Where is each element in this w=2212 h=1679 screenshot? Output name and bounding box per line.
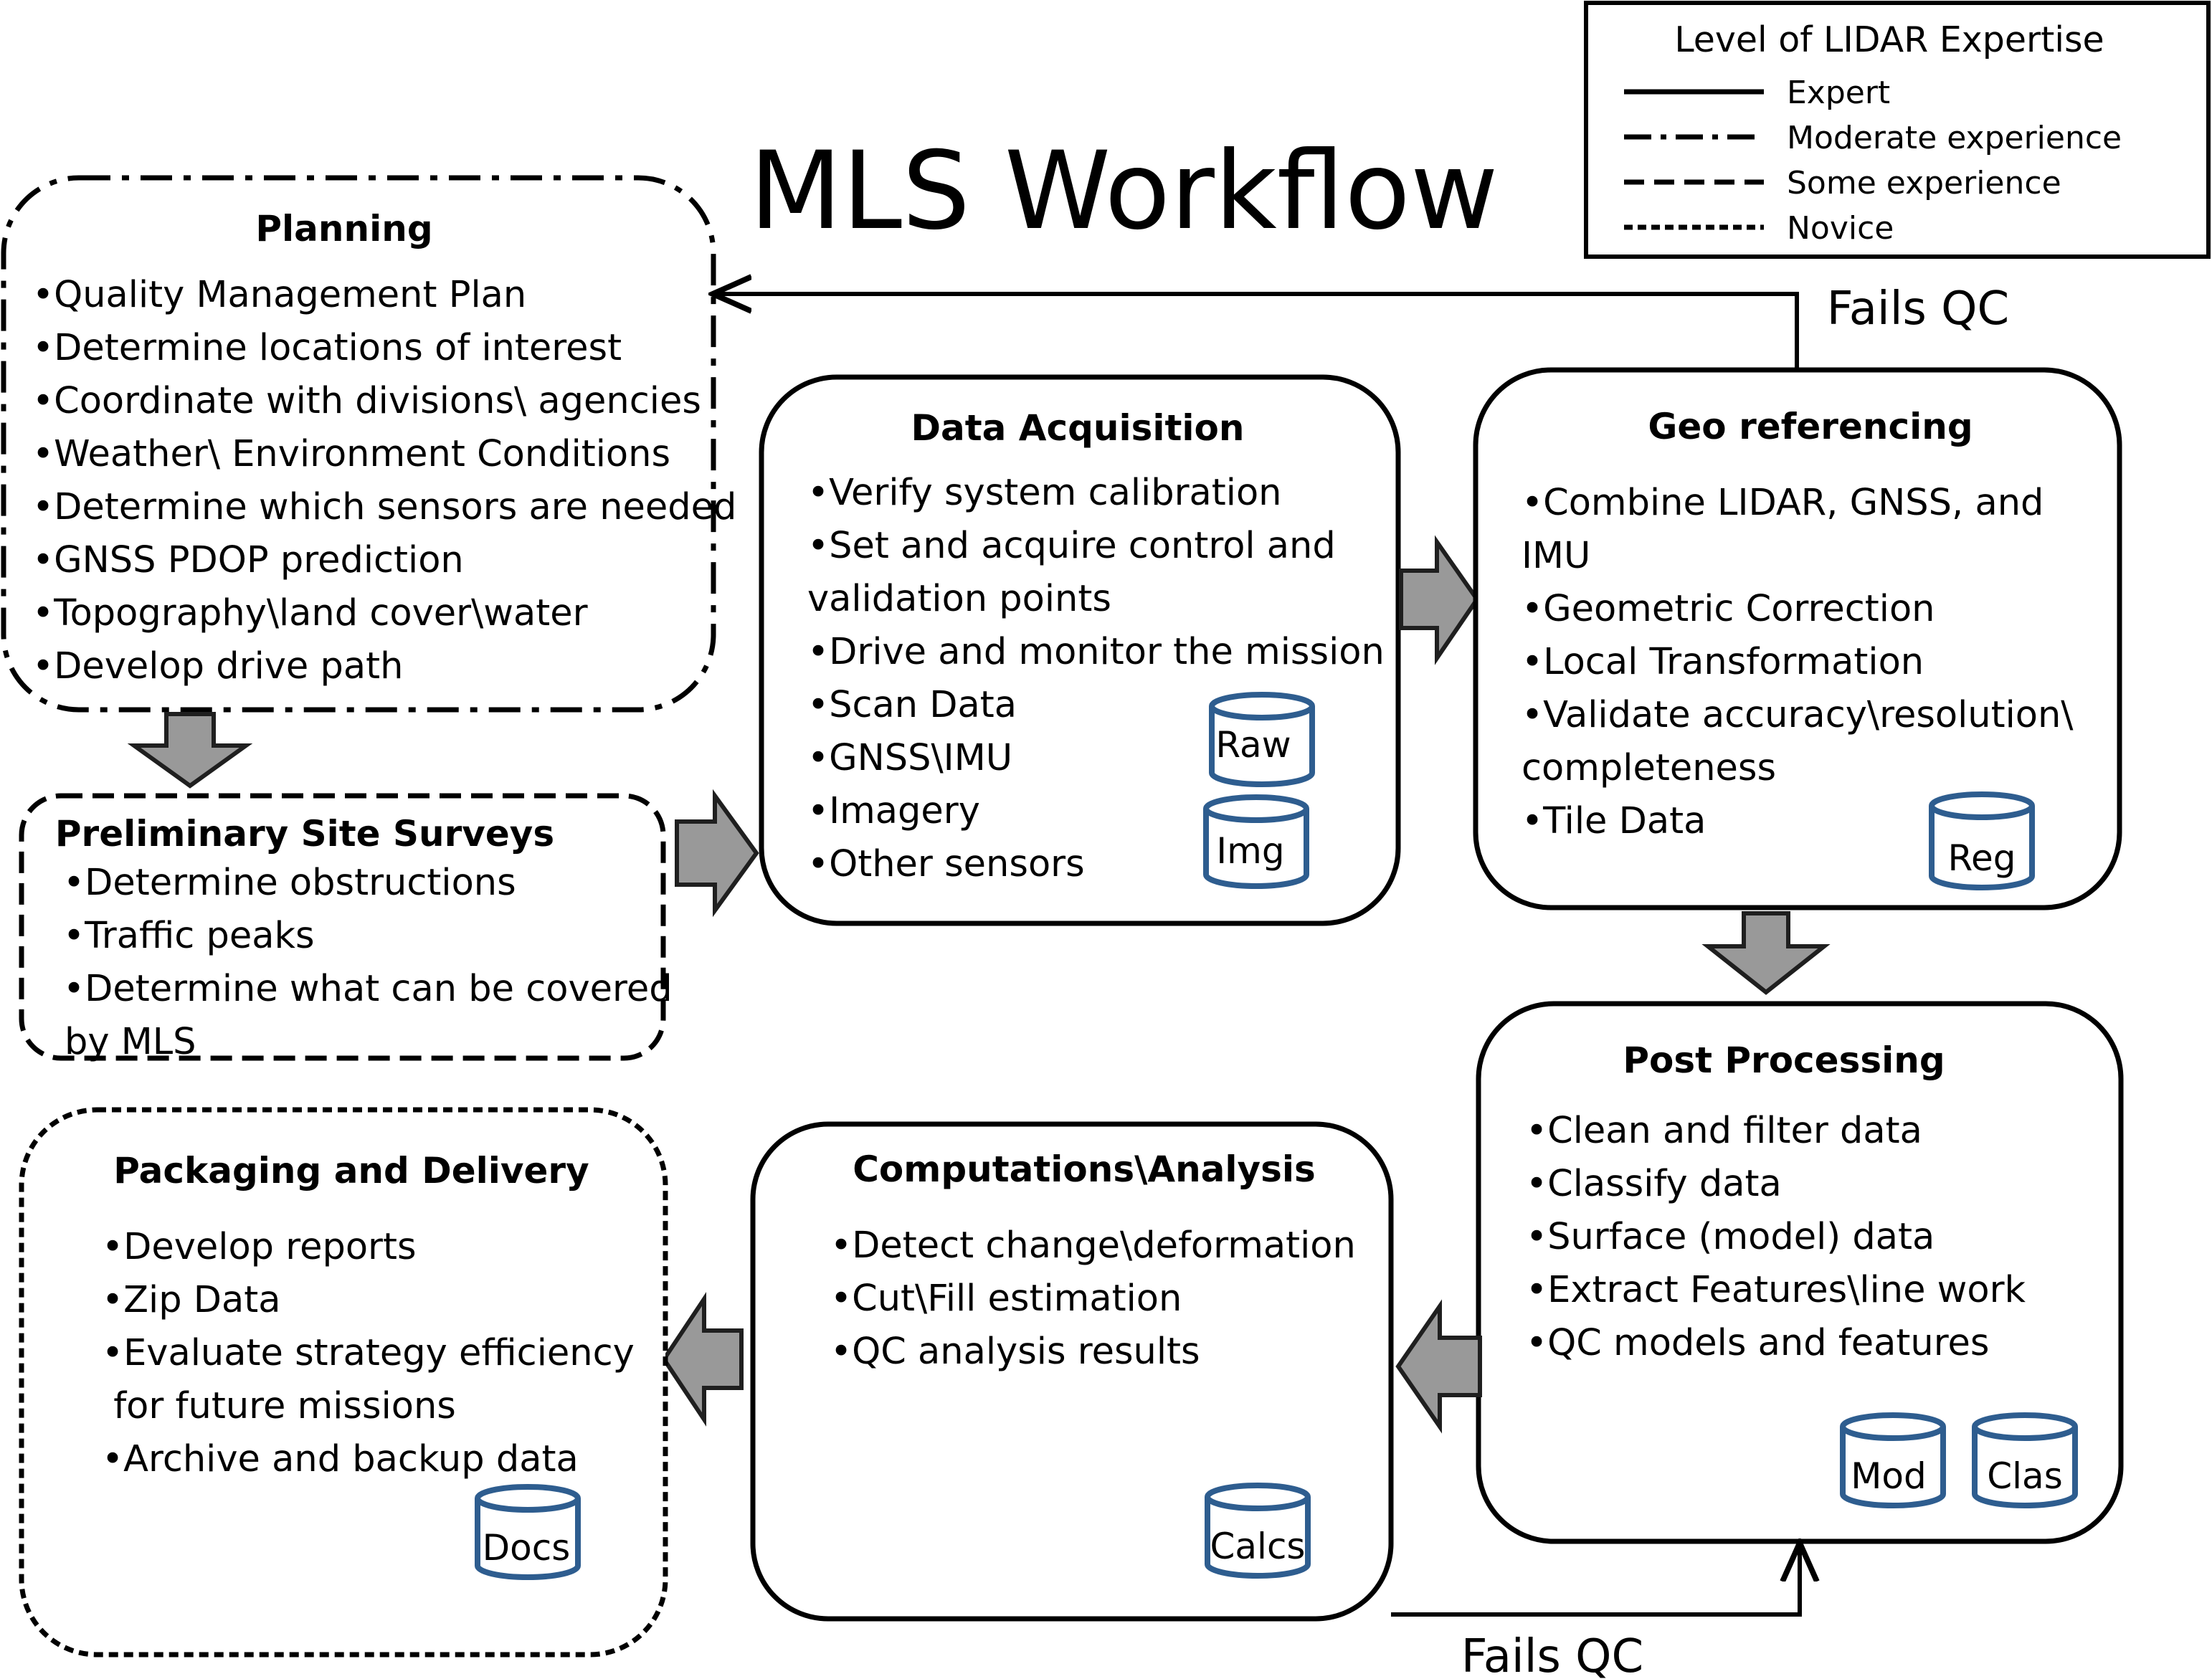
data-store-icon-clas: Clas [1972,1412,2078,1508]
node-packaging-item: •Archive and backup data [102,1438,579,1480]
arrow-surveys-to-acquisition [675,789,759,918]
data-store-label-img: Img [1216,830,1284,872]
node-planning-item: •Weather\ Environment Conditions [32,433,670,475]
node-data-acquisition-item: •Other sensors [807,843,1085,885]
arrow-computations-to-packaging [661,1292,744,1427]
node-data-acquisition-item: •Scan Data [807,684,1017,726]
data-store-icon-reg: Reg [1929,791,2035,890]
data-store-label-clas: Clas [1987,1455,2063,1497]
feedback-label-bottom: Fails QC [1461,1630,1643,1679]
node-post-processing-item: •QC models and features [1526,1322,1990,1364]
node-geo-referencing-title: Geo referencing [1648,406,1973,447]
node-planning-item: •Quality Management Plan [32,274,526,316]
node-planning-item: •Coordinate with divisions\ agencies [32,380,701,422]
legend-label-moderate: Moderate experience [1787,120,2122,156]
legend-label-novice: Novice [1787,210,1894,247]
arrow-planning-to-surveys [127,712,253,789]
data-store-label-mod: Mod [1851,1455,1926,1497]
legend-title: Level of LIDAR Expertise [1674,19,2104,60]
node-post-processing-item: •Clean and filter data [1526,1110,1922,1152]
node-site-surveys-item: •Determine what can be covered [63,968,673,1010]
node-planning-item: •GNSS PDOP prediction [32,539,464,581]
node-data-acquisition-item: •Verify system calibration [807,472,1281,514]
node-geo-referencing-item: •Geometric Correction [1522,588,1935,630]
data-store-icon-mod: Mod [1840,1412,1946,1508]
node-computations-item: •Cut\Fill estimation [830,1278,1182,1320]
node-geo-referencing-item: •Validate accuracy\resolution\ [1522,694,2074,736]
feedback-arrow-bottom [1391,1547,1800,1617]
arrow-georef-to-postproc [1701,911,1831,995]
node-geo-referencing-item: •Combine LIDAR, GNSS, and [1522,482,2044,524]
node-geo-referencing-item: •Tile Data [1522,800,1706,842]
node-data-acquisition-item: validation points [807,578,1111,620]
node-planning-item: •Topography\land cover\water [32,592,588,634]
node-site-surveys-item: •Traffic peaks [63,915,315,957]
node-post-processing-item: •Extract Features\line work [1526,1269,2026,1311]
data-store-icon-raw: Raw [1209,692,1315,787]
node-computations-title: Computations\Analysis [853,1148,1316,1190]
data-store-label-raw: Raw [1215,724,1291,766]
node-computations-item: •Detect change\deformation [830,1224,1356,1267]
node-packaging-item: •Zip Data [102,1279,281,1321]
node-site-surveys-item: •Determine obstructions [63,862,516,904]
diagram-title: MLS Workflow [749,129,1499,254]
data-store-icon-img: Img [1203,794,1309,889]
node-planning-item: •Determine which sensors are needed [32,486,736,528]
legend-label-expert: Expert [1787,75,1890,111]
node-packaging-item: for future missions [102,1385,456,1427]
node-packaging-title: Packaging and Delivery [113,1150,589,1192]
node-post-processing-item: •Surface (model) data [1526,1216,1935,1258]
arrow-acquisition-to-georef [1399,535,1480,665]
node-post-processing-item: •Classify data [1526,1163,1782,1205]
node-data-acquisition-title: Data Acquisition [911,407,1244,449]
node-site-surveys: Preliminary Site Surveys •Determine obst… [19,793,673,1063]
node-post-processing: Post Processing •Clean and filter data •… [1476,1001,2124,1544]
node-data-acquisition-item: •Set and acquire control and [807,525,1336,567]
node-planning: Planning •Quality Management Plan •Deter… [1,175,736,713]
data-store-label-reg: Reg [1948,837,2016,879]
node-planning-title: Planning [255,208,432,249]
legend: Level of LIDAR Expertise Expert Moderate… [1584,1,2211,259]
data-store-icon-calcs: Calcs [1205,1483,1311,1579]
node-data-acquisition-item: •GNSS\IMU [807,737,1012,779]
feedback-label-top: Fails QC [1827,282,2009,336]
node-packaging-item: •Develop reports [102,1226,417,1268]
node-computations-item: •QC analysis results [830,1331,1200,1373]
arrow-postproc-to-computations [1395,1299,1482,1434]
node-data-acquisition-item: •Drive and monitor the mission [807,631,1385,673]
feedback-arrow-top [717,294,1799,370]
node-geo-referencing-item: completeness [1522,747,1776,789]
node-data-acquisition-item: •Imagery [807,790,980,832]
node-site-surveys-item: by MLS [65,1021,196,1063]
node-planning-item: •Determine locations of interest [32,327,622,369]
data-store-label-docs: Docs [483,1527,571,1569]
node-data-acquisition: Data Acquisition •Verify system calibrat… [759,374,1401,926]
node-post-processing-title: Post Processing [1623,1040,1945,1081]
legend-label-some: Some experience [1787,165,2061,201]
node-site-surveys-title: Preliminary Site Surveys [55,813,554,855]
data-store-icon-docs: Docs [475,1484,581,1580]
node-geo-referencing-item: •Local Transformation [1522,641,1924,683]
node-geo-referencing: Geo referencing •Combine LIDAR, GNSS, an… [1473,367,2122,910]
node-geo-referencing-item: IMU [1522,535,1590,577]
node-packaging-item: •Evaluate strategy efficiency [102,1332,635,1374]
node-planning-item: •Develop drive path [32,645,403,688]
data-store-label-calcs: Calcs [1210,1526,1306,1567]
